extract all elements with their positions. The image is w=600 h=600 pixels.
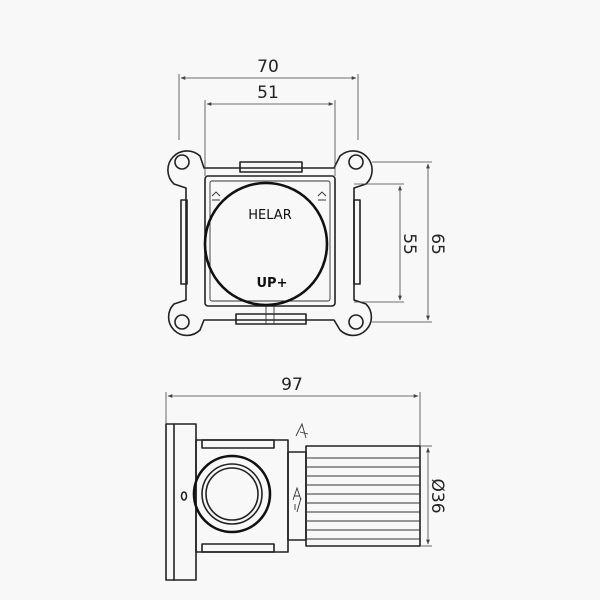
dim-65-label: 65	[427, 233, 447, 255]
bottom-tab	[235, 313, 307, 325]
face-brand-label: HELAR	[248, 208, 291, 223]
mount-hole-bottom-left	[174, 314, 190, 330]
side-port-inner	[205, 467, 259, 521]
side-threaded-stem	[305, 445, 421, 547]
side-body-bottom-rim	[201, 543, 275, 553]
side-body-top-rim	[201, 439, 275, 449]
top-tab	[239, 161, 303, 173]
mounting-flange	[167, 150, 373, 337]
mount-hole-top-right	[348, 154, 364, 170]
side-view: 97 Ø36	[165, 375, 447, 581]
mount-hole-top-left	[174, 154, 190, 170]
screw-mark-right	[317, 191, 327, 201]
side-port-outer	[192, 454, 272, 534]
dim-70-label: 70	[257, 57, 279, 77]
left-side-rib	[180, 199, 188, 285]
dim-55-label: 55	[399, 233, 419, 255]
side-mount-plate	[165, 423, 197, 581]
dim-51-label: 51	[257, 83, 279, 103]
body-square-inner	[209, 180, 331, 302]
right-side-rib	[353, 199, 361, 285]
side-neck-marking	[292, 486, 302, 513]
side-mount-slot	[180, 491, 188, 501]
dim-d36-label: Ø36	[427, 478, 447, 513]
top-view: HELAR UP+ 70 51 55 65	[167, 57, 447, 337]
side-port-ring	[201, 463, 263, 525]
side-arrow-mark	[295, 422, 309, 439]
mount-hole-bottom-right	[348, 314, 364, 330]
screw-mark-left	[211, 191, 221, 201]
valve-face-circle	[203, 181, 329, 307]
face-direction-label: UP+	[257, 276, 288, 291]
dim-97-label: 97	[281, 375, 303, 395]
